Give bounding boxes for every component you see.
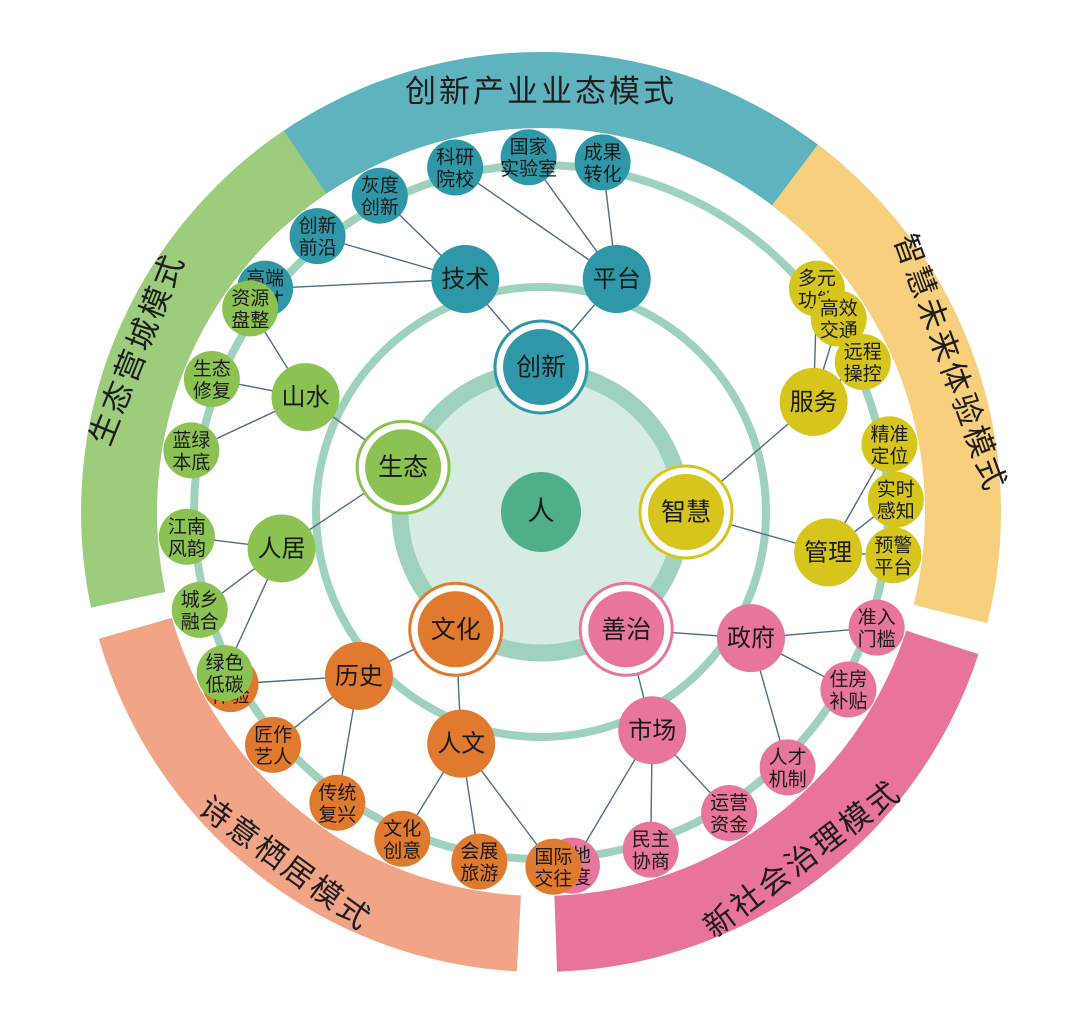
- leaf-node-ecology: [158, 508, 215, 565]
- sub-node-culture: [427, 709, 496, 778]
- leaf-node-culture: [374, 810, 431, 867]
- leaf-node-smart: [865, 527, 922, 584]
- sub-node-label: 服务: [790, 388, 838, 416]
- leaf-node-governance: [622, 821, 679, 878]
- leaf-label: 精准定位: [870, 423, 908, 467]
- leaf-label: 会展旅游: [460, 841, 498, 885]
- leaf-node-smart: [834, 333, 891, 390]
- leaf-label: 民主协商: [632, 829, 670, 873]
- leaf-label: 创新前沿: [299, 215, 337, 259]
- sub-node-label: 平台: [593, 265, 641, 293]
- mode-band-governance: [554, 630, 979, 972]
- leaf-label: 远程操控: [844, 341, 882, 385]
- leaf-label: 成果转化: [584, 141, 622, 185]
- hub-node-innovation: [503, 329, 579, 405]
- sub-node-governance: [618, 696, 687, 765]
- leaf-node-ecology: [183, 351, 240, 408]
- leaf-node-governance: [701, 785, 758, 842]
- mode-title-innovation: 创新产业业态模式: [405, 74, 677, 110]
- leaf-node-innovation: [500, 129, 557, 186]
- sub-node-label: 政府: [727, 624, 775, 652]
- leaf-node-innovation: [289, 208, 346, 265]
- leaf-node-innovation: [351, 167, 408, 224]
- leaf-node-culture: [309, 774, 366, 831]
- leaf-label: 人才机制: [769, 746, 807, 790]
- leaf-node-ecology: [163, 422, 220, 479]
- sub-node-label: 管理: [804, 538, 852, 566]
- sub-node-label: 山水: [282, 383, 330, 411]
- leaf-node-culture: [451, 833, 508, 890]
- leaf-label: 高效交通: [820, 298, 858, 342]
- mode-band-smart: [772, 144, 1002, 624]
- sub-node-smart: [794, 518, 863, 587]
- leaf-label: 灰度创新: [361, 175, 399, 219]
- sub-node-culture: [324, 641, 393, 710]
- leaf-node-smart: [861, 416, 918, 473]
- mode-band-ecology: [81, 130, 327, 608]
- sub-node-innovation: [431, 244, 500, 313]
- leaf-label: 绿色低碳: [206, 652, 244, 696]
- hub-label: 创新: [516, 353, 566, 382]
- leaf-node-smart: [867, 471, 924, 528]
- leaf-label: 科研院校: [436, 147, 474, 191]
- leaf-label: 准入门槛: [858, 607, 896, 651]
- middle-ring: [312, 283, 770, 741]
- leaf-label: 蓝绿本底: [172, 429, 210, 473]
- leaf-label: 江南风韵: [168, 516, 206, 560]
- sub-node-ecology: [271, 363, 340, 432]
- sub-node-label: 市场: [628, 716, 676, 744]
- sub-node-smart: [779, 367, 848, 436]
- leaf-node-ecology: [222, 280, 279, 337]
- leaf-node-ecology: [196, 645, 253, 702]
- leaf-label: 资源盘整: [231, 287, 269, 331]
- center-node: [501, 472, 581, 552]
- center-label: 人: [528, 497, 555, 528]
- sub-node-label: 人居: [258, 534, 306, 562]
- hub-node-ecology: [365, 429, 442, 506]
- leaf-label: 文化创意: [383, 818, 421, 862]
- leaf-node-smart: [810, 290, 867, 347]
- leaf-node-culture: [525, 838, 582, 895]
- leaf-label: 传统复兴: [318, 782, 356, 826]
- hub-label: 智慧: [661, 498, 711, 527]
- hub-label: 文化: [431, 615, 481, 644]
- sub-node-innovation: [582, 244, 651, 313]
- hub-label: 善治: [601, 615, 651, 644]
- mode-band-innovation: [233, 52, 849, 227]
- leaf-node-innovation: [574, 134, 631, 191]
- hub-label: 生态: [378, 453, 428, 482]
- leaf-node-governance: [759, 739, 816, 796]
- sub-node-label: 历史: [335, 662, 383, 690]
- sub-node-label: 技术: [441, 265, 489, 293]
- leaf-label: 预警平台: [874, 534, 912, 578]
- leaf-label: 住房补贴: [829, 669, 867, 713]
- leaf-node-governance: [820, 661, 877, 718]
- leaf-label: 城乡融合: [181, 589, 219, 633]
- leaf-node-ecology: [171, 581, 228, 638]
- leaf-label: 国际交往: [534, 846, 572, 890]
- leaf-node-innovation: [427, 139, 484, 196]
- hub-node-culture: [417, 591, 494, 668]
- leaf-label: 匠作艺人: [254, 724, 292, 768]
- sub-node-ecology: [247, 514, 316, 583]
- leaf-node-culture: [245, 716, 302, 773]
- nodes: 高端人才创新前沿灰度创新技术科研院校国家实验室成果转化平台创新多元功能高效交通远…: [158, 129, 924, 895]
- leaf-label: 运营资金: [710, 792, 748, 836]
- leaf-label: 国家实验室: [500, 136, 557, 180]
- leaf-label: 实时感知: [877, 479, 915, 523]
- hub-node-smart: [648, 474, 724, 550]
- mode-band-culture: [98, 617, 521, 972]
- leaf-label: 生态修复: [193, 358, 231, 402]
- hub-node-governance: [588, 591, 665, 668]
- sub-node-governance: [717, 604, 786, 673]
- sub-node-label: 人文: [437, 730, 485, 758]
- leaf-node-governance: [848, 599, 905, 656]
